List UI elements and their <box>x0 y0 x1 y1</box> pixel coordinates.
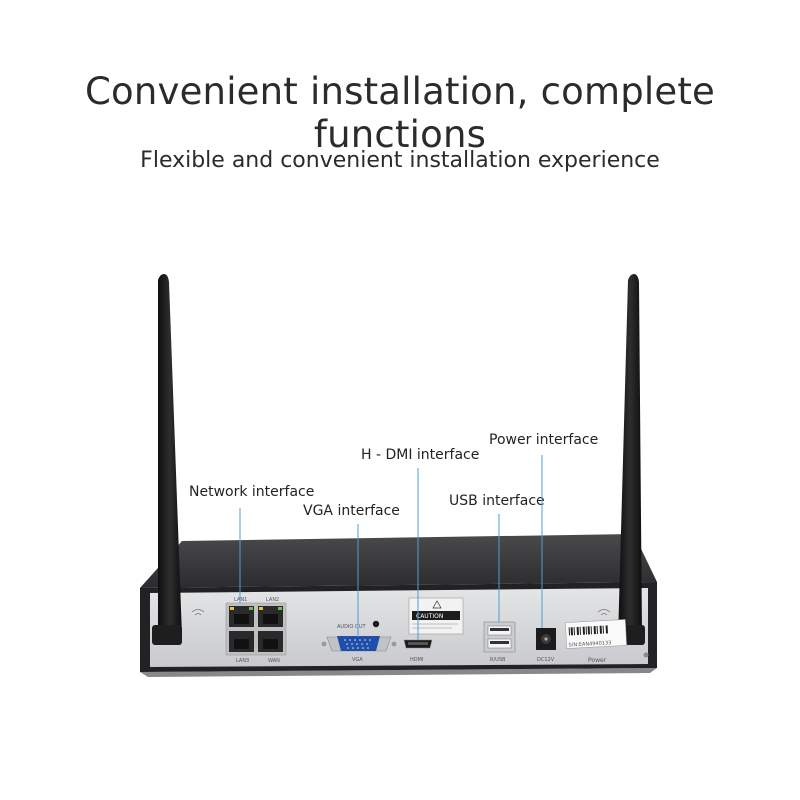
left-antenna <box>152 274 182 645</box>
label-dc12v: DC12V <box>537 657 555 663</box>
label-caution: CAUTION <box>416 613 443 620</box>
label-vga: VGA <box>352 657 363 663</box>
network-ports <box>225 602 287 656</box>
callout-network-interface: Network interface <box>189 484 315 500</box>
vga-port <box>321 636 397 652</box>
label-power: Power <box>588 657 607 664</box>
callout-power-interface: Power interface <box>489 432 599 448</box>
audio-out-jack <box>372 620 380 628</box>
screw-icon <box>643 652 649 658</box>
label-lan1: LAN1 <box>234 597 247 603</box>
callout-vga-interface: VGA interface <box>303 503 400 519</box>
label-usb: R/USB <box>490 657 506 663</box>
chassis-top <box>140 534 657 588</box>
leader-lines <box>239 455 543 640</box>
wifi-mark-right-icon <box>597 609 611 616</box>
hdmi-port <box>403 639 433 649</box>
serial-sticker <box>565 619 627 649</box>
power-dc-jack <box>536 628 556 650</box>
label-audio-out: AUDIO OUT <box>337 624 367 630</box>
subheadline: Flexible and convenient installation exp… <box>140 148 660 173</box>
label-lan3: LAN3 <box>236 658 249 664</box>
label-wan: WAN <box>268 658 280 664</box>
callout-usb-interface: USB interface <box>449 493 545 509</box>
wifi-mark-left-icon <box>191 609 205 616</box>
usb-ports <box>483 621 516 653</box>
headline: Convenient installation, complete functi… <box>84 70 716 156</box>
label-serial: S/N:EAN4940133 <box>568 640 611 648</box>
callout-hdmi-interface: H - DMI interface <box>361 447 480 463</box>
label-hdmi: HDMI <box>410 657 423 663</box>
label-lan2: LAN2 <box>266 597 279 603</box>
